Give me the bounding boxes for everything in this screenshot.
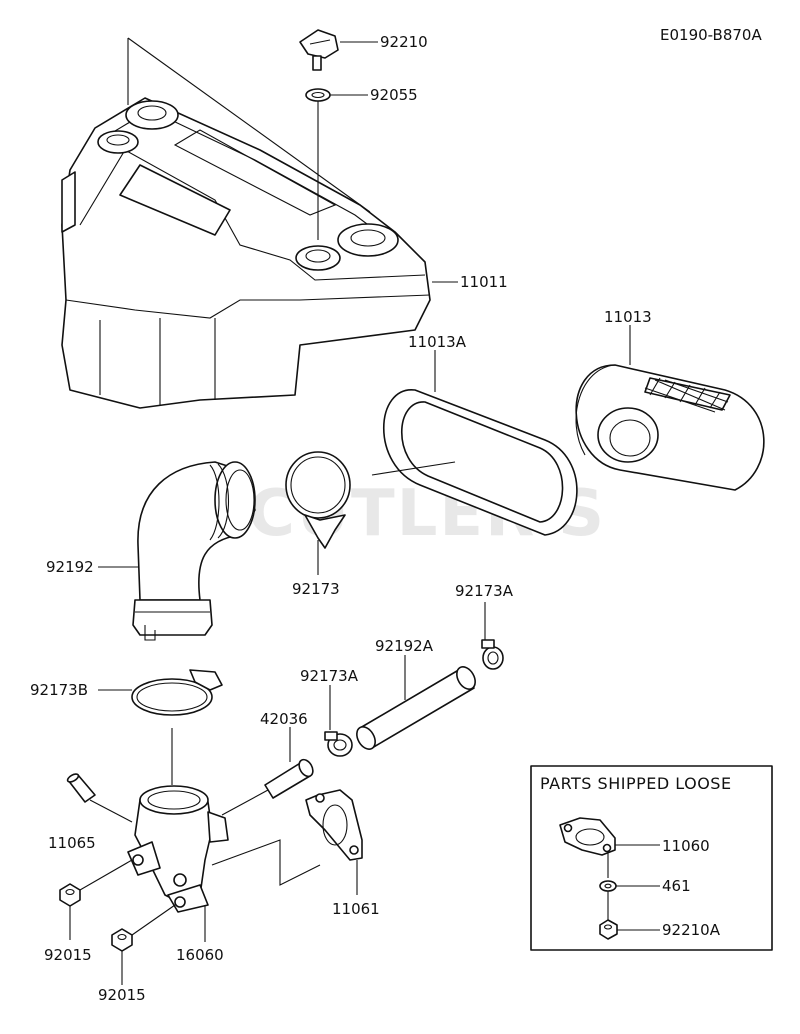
washer-92055 [305, 88, 331, 102]
gasket-11061 [305, 789, 363, 861]
hose-clamp-92173A-top [481, 639, 504, 670]
pre-cleaner-11013A [382, 389, 578, 536]
label-92055: 92055 [370, 86, 418, 104]
label-92192: 92192 [46, 558, 94, 576]
nut-92015-b [111, 928, 133, 952]
breather-hose-92192A [356, 666, 476, 750]
label-42036: 42036 [260, 710, 308, 728]
elbow-hose-92192 [132, 461, 256, 641]
wing-nut-92210 [299, 29, 339, 71]
label-92015-b: 92015 [98, 986, 146, 1004]
diagram-code: E0190-B870A [660, 26, 762, 44]
box-title: PARTS SHIPPED LOOSE [540, 774, 732, 793]
label-11013A: 11013A [408, 333, 467, 351]
label-92210A: 92210A [662, 921, 721, 939]
parts-shipped-loose-box: PARTS SHIPPED LOOSE 11060 461 92210A [530, 765, 773, 951]
label-92173B: 92173B [30, 681, 88, 699]
label-461: 461 [662, 877, 691, 895]
label-92173A-top: 92173A [455, 582, 514, 600]
air-cleaner-housing [61, 37, 431, 409]
label-11061: 11061 [332, 900, 380, 918]
air-filter-11013 [575, 364, 765, 491]
label-11060: 11060 [662, 837, 710, 855]
label-92192A: 92192A [375, 637, 434, 655]
hose-clamp-92173 [285, 451, 351, 549]
label-16060: 16060 [176, 946, 224, 964]
label-92173A-mid: 92173A [300, 667, 359, 685]
label-92015-a: 92015 [44, 946, 92, 964]
intake-elbow-16060 [127, 785, 229, 913]
label-11011: 11011 [460, 273, 508, 291]
label-11065: 11065 [48, 834, 96, 852]
label-92173: 92173 [292, 580, 340, 598]
hose-clamp-92173A-mid [324, 731, 353, 757]
pipe-42036 [264, 758, 314, 799]
label-92210: 92210 [380, 33, 428, 51]
label-11013: 11013 [604, 308, 652, 326]
nut-92015-a [59, 883, 81, 907]
hose-clamp-92173B [131, 669, 223, 716]
pin-11065 [66, 773, 96, 803]
